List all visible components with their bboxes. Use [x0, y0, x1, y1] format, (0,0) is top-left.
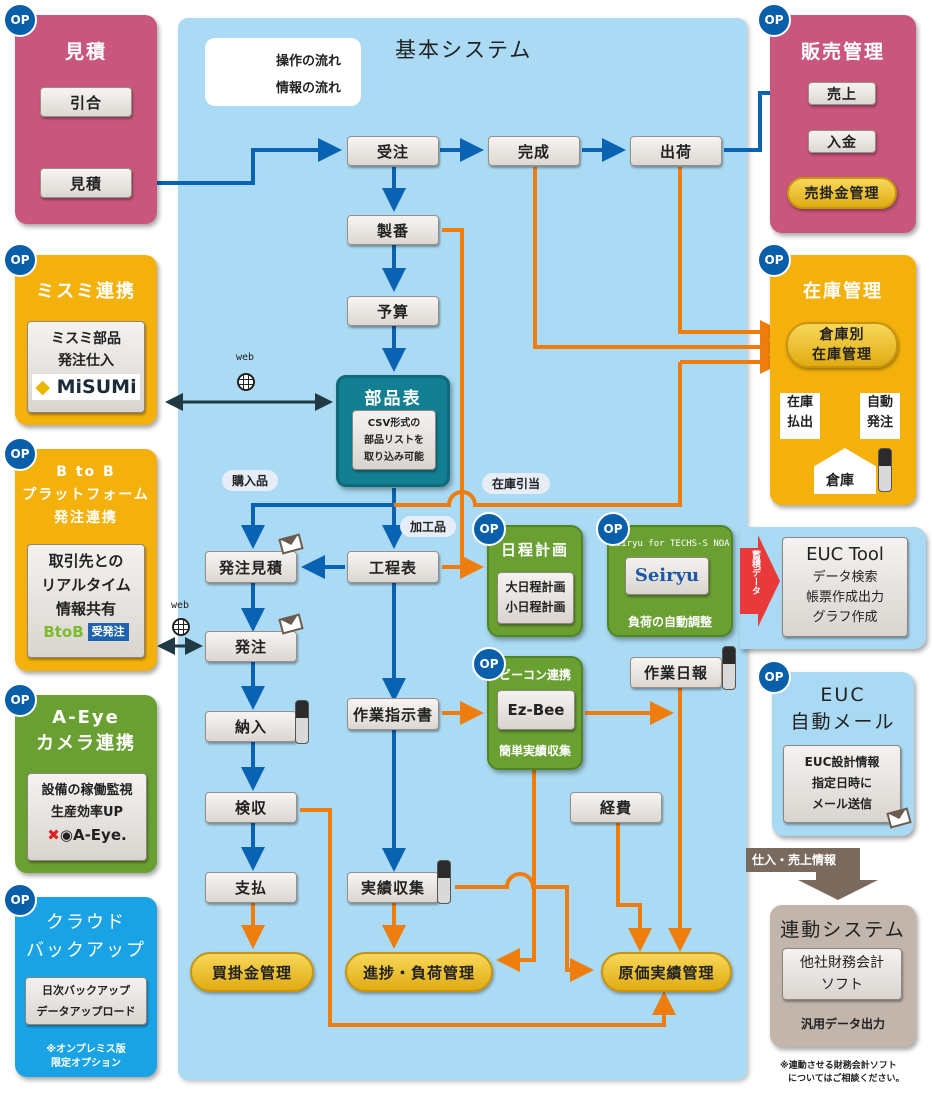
node-sagyo-shijisho[interactable]: 作業指示書: [347, 698, 439, 730]
seiryu-caption: 負荷の自動調整: [627, 615, 712, 629]
handheld-terminal-icon: [722, 646, 736, 690]
node-urikake[interactable]: 売掛金管理: [787, 177, 897, 209]
node-uriage[interactable]: 売上: [808, 82, 876, 105]
node-kaikake[interactable]: 買掛金管理: [190, 952, 314, 992]
node-sagyo-nippo[interactable]: 作業日報: [630, 657, 722, 688]
handheld-terminal-icon: [878, 448, 892, 492]
panel-title: 見積: [64, 41, 107, 63]
bubble-zaiko-hikiate: 在庫引当: [482, 473, 551, 494]
node-zaiko-haraidashi[interactable]: 在庫払出: [780, 393, 820, 439]
node-shiharai[interactable]: 支払: [205, 872, 297, 903]
panel-title: クラウドバックアップ: [26, 912, 146, 961]
op-badge: OP: [3, 883, 37, 917]
stored-data-arrow: [740, 535, 780, 627]
stored-data-label: 蓄積データ: [750, 550, 760, 595]
node-hikiai[interactable]: 引合: [40, 87, 132, 117]
btob-box: 取引先とのリアルタイム情報共有 BtoB 受発注: [27, 544, 145, 658]
node-juchu[interactable]: 受注: [347, 136, 439, 166]
bubble-konyuhin: 購入品: [222, 470, 279, 491]
node-hacchu-mitsumori[interactable]: 発注見積: [205, 551, 297, 583]
purchase-sales-info-arrow: [746, 848, 878, 900]
misumi-logo: ◆ MiSUMi: [32, 374, 140, 400]
web-label: web: [236, 352, 255, 363]
node-soko[interactable]: 倉庫: [826, 473, 854, 489]
node-keihi[interactable]: 経費: [570, 792, 662, 823]
op-badge: OP: [757, 3, 791, 37]
op-badge: OP: [757, 243, 791, 277]
panel-title: 在庫管理: [803, 281, 883, 302]
rendo-box: 他社財務会計ソフト: [782, 948, 902, 1000]
buhinhyo-title: 部品表: [364, 389, 422, 409]
node-hacchu[interactable]: 発注: [205, 631, 297, 662]
ez-bee-logo: Ez-Bee: [497, 690, 575, 730]
cloud-note: ※オンプレミス版限定オプション: [46, 1044, 126, 1069]
node-shukka[interactable]: 出荷: [630, 136, 722, 166]
node-shinchoku[interactable]: 進捗・負荷管理: [345, 952, 493, 992]
misumi-box: ミスミ部品 発注仕入 ◆ MiSUMi: [27, 321, 145, 413]
panel-title: ミスミ連携: [36, 281, 136, 302]
buhinhyo-desc: CSV形式の部品リストを取り込み可能: [352, 410, 436, 470]
aeye-logo: ✖◉A-Eye.: [47, 826, 127, 844]
web-label: web: [171, 600, 190, 611]
op-badge: OP: [3, 3, 37, 37]
op-badge: OP: [3, 683, 37, 717]
node-koteihyo[interactable]: 工程表: [347, 551, 439, 583]
node-nyukin[interactable]: 入金: [808, 130, 876, 153]
beacon-caption: 簡単実績収集: [498, 744, 571, 758]
bubble-kakohin: 加工品: [400, 516, 457, 537]
panel-title: 販売管理: [800, 41, 885, 63]
legend-operation-flow: 操作の流れ: [276, 54, 342, 69]
aeye-box: 設備の稼働監視生産効率UP ✖◉A-Eye.: [27, 773, 147, 861]
node-genka[interactable]: 原価実績管理: [601, 952, 732, 992]
desc-line: ミスミ部品: [51, 331, 121, 347]
node-seiban[interactable]: 製番: [347, 215, 439, 245]
node-jido-hacchu[interactable]: 自動発注: [860, 393, 900, 439]
panel-title: 日程計画: [500, 541, 569, 559]
op-badge: OP: [472, 512, 506, 546]
panel-title: 連動システム: [780, 919, 906, 941]
btob-logo: BtoB 受発注: [28, 623, 144, 641]
nittei-box: 大日程計画小日程計画: [497, 572, 574, 624]
legend: [205, 38, 361, 106]
node-kansei[interactable]: 完成: [488, 136, 580, 166]
rendo-caption: 汎用データ出力: [800, 1017, 885, 1031]
node-jisseki-shushu[interactable]: 実績収集: [347, 872, 439, 903]
handheld-terminal-icon: [437, 860, 451, 904]
main-title: 基本システム: [395, 38, 533, 62]
op-badge: OP: [596, 512, 630, 546]
globe-icon: [172, 618, 190, 636]
op-badge: OP: [472, 647, 506, 681]
node-nonyu[interactable]: 納入: [205, 711, 297, 742]
node-soko-betsu-zaiko[interactable]: 倉庫別在庫管理: [786, 322, 898, 368]
purchase-sales-info-label: 仕入・売上情報: [752, 853, 837, 867]
globe-icon: [237, 373, 255, 391]
seiryu-logo: Seiryu: [625, 557, 709, 595]
handheld-terminal-icon: [295, 700, 309, 744]
euc-tool-box[interactable]: EUC Tool データ検索帳票作成出力グラフ作成: [782, 537, 908, 637]
desc-line: 発注仕入: [58, 353, 114, 369]
rendo-note: ※連動させる財務会計ソフトについてはご相談ください。: [780, 1061, 905, 1084]
legend-info-flow: 情報の流れ: [276, 81, 342, 96]
cloud-box: 日次バックアップデータアップロード: [25, 977, 147, 1025]
node-yosan[interactable]: 予算: [347, 296, 439, 326]
euc-mail-box: EUC設計情報指定日時にメール送信: [783, 745, 901, 823]
panel-title: Seiryu for TECHS-S NOA: [610, 539, 730, 549]
op-badge: OP: [757, 660, 791, 694]
node-mitsumori[interactable]: 見積: [40, 168, 132, 198]
node-kenshu[interactable]: 検収: [205, 792, 297, 823]
op-badge: OP: [3, 243, 37, 277]
op-badge: OP: [3, 437, 37, 471]
panel-title: ビーコン連携: [498, 668, 571, 682]
